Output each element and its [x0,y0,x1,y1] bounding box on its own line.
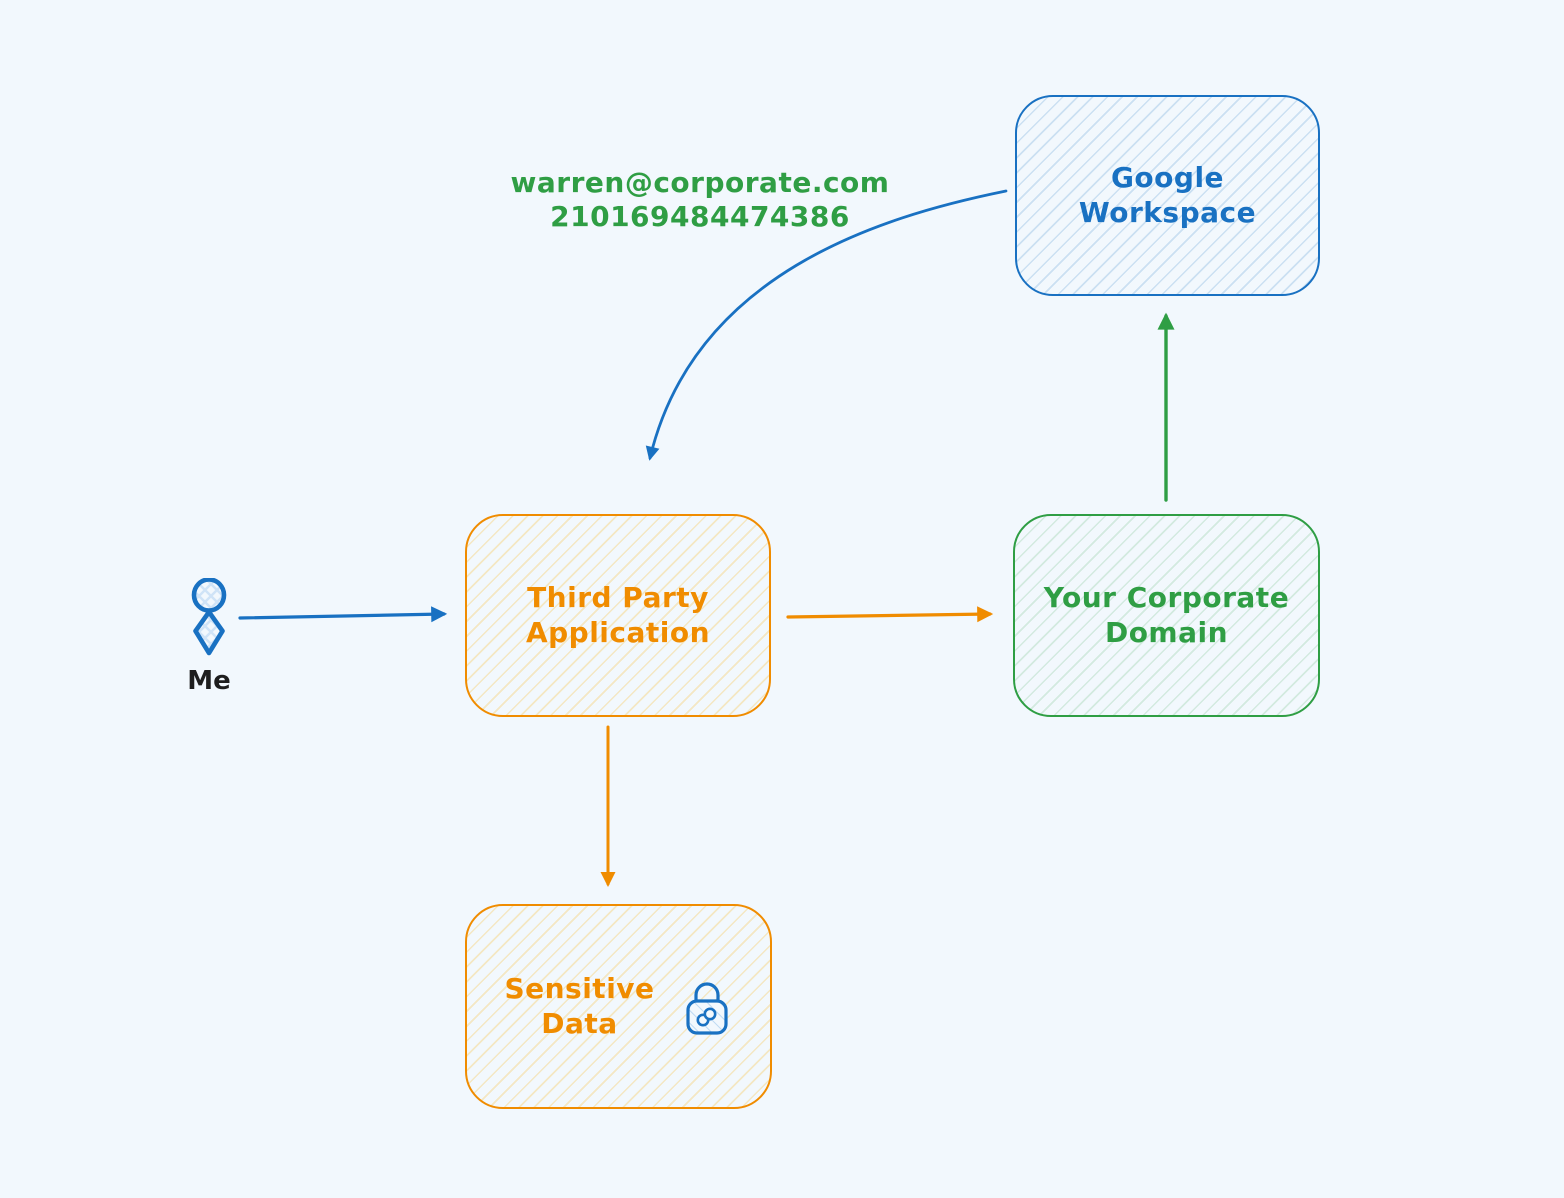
lock-icon [685,981,728,1035]
corporate-domain-label-line1: Your Corporate [1043,581,1290,615]
edge-third-party-to-corporate-domain [786,606,994,623]
third-party-application-label-line2: Application [525,615,711,649]
corporate-domain-node: Your Corporate Domain [1013,514,1320,717]
sensitive-data-node: Sensitive Data [465,904,772,1109]
credentials-number: 210169484474386 [550,199,850,233]
third-party-application-label-line1: Third Party [527,581,709,615]
edge-me-to-third-party [238,606,448,623]
person-icon [191,577,227,656]
credentials-email: warren@corporate.com [510,166,890,199]
sensitive-data-label-line2: Data [541,1006,618,1040]
credentials-annotation: warren@corporate.com 210169484474386 [478,166,922,233]
corporate-domain-label-line2: Domain [1104,615,1229,649]
me-node: Me [169,577,249,696]
third-party-application-node: Third Party Application [465,514,771,717]
sensitive-data-label-line1: Sensitive [504,972,655,1006]
me-label: Me [187,666,231,696]
google-workspace-label-line1: Google [1110,161,1225,195]
google-workspace-node: Google Workspace [1015,95,1320,296]
google-workspace-label-line2: Workspace [1078,195,1257,229]
